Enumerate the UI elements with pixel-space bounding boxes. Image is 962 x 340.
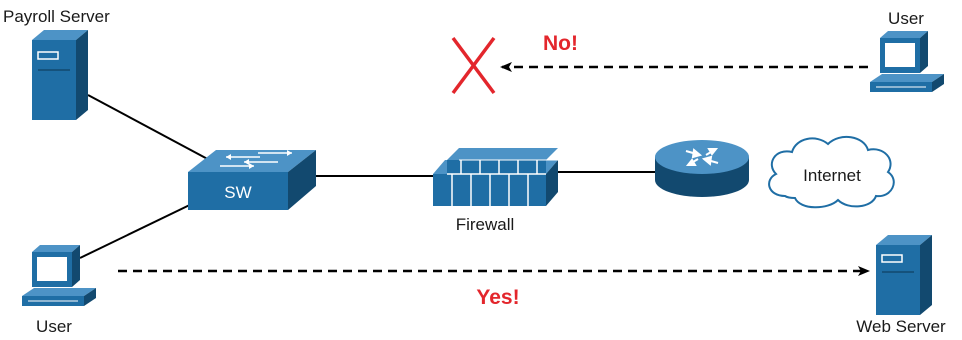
firewall-label: Firewall (456, 215, 515, 234)
user-bottom[interactable]: User (22, 245, 96, 336)
internet-label: Internet (803, 166, 861, 185)
payroll-server-label: Payroll Server (3, 7, 110, 26)
router-icon (655, 140, 749, 197)
web-server[interactable]: Web Server (856, 235, 946, 336)
payroll-server[interactable]: Payroll Server (3, 7, 110, 120)
link-payroll-switch (87, 94, 216, 164)
server-icon (32, 30, 88, 120)
allowed-flow-label: Yes! (476, 286, 519, 309)
link-user-switch (79, 199, 201, 259)
user-top[interactable]: User (870, 9, 944, 92)
user-top-label: User (888, 9, 924, 28)
pc-icon (870, 31, 944, 92)
switch-icon (188, 150, 316, 210)
web-server-label: Web Server (856, 317, 946, 336)
switch[interactable]: SW (188, 150, 316, 210)
switch-label: SW (224, 183, 251, 202)
internet[interactable]: Internet (768, 135, 895, 209)
cloud-icon (768, 135, 895, 209)
server-icon (876, 235, 932, 315)
firewall[interactable]: Firewall (433, 148, 558, 234)
user-bottom-label: User (36, 317, 72, 336)
pc-icon (22, 245, 96, 306)
firewall-icon (433, 148, 558, 206)
red-x-icon (451, 36, 496, 95)
router[interactable] (655, 140, 749, 197)
blocked-flow-label: No! (543, 32, 578, 55)
